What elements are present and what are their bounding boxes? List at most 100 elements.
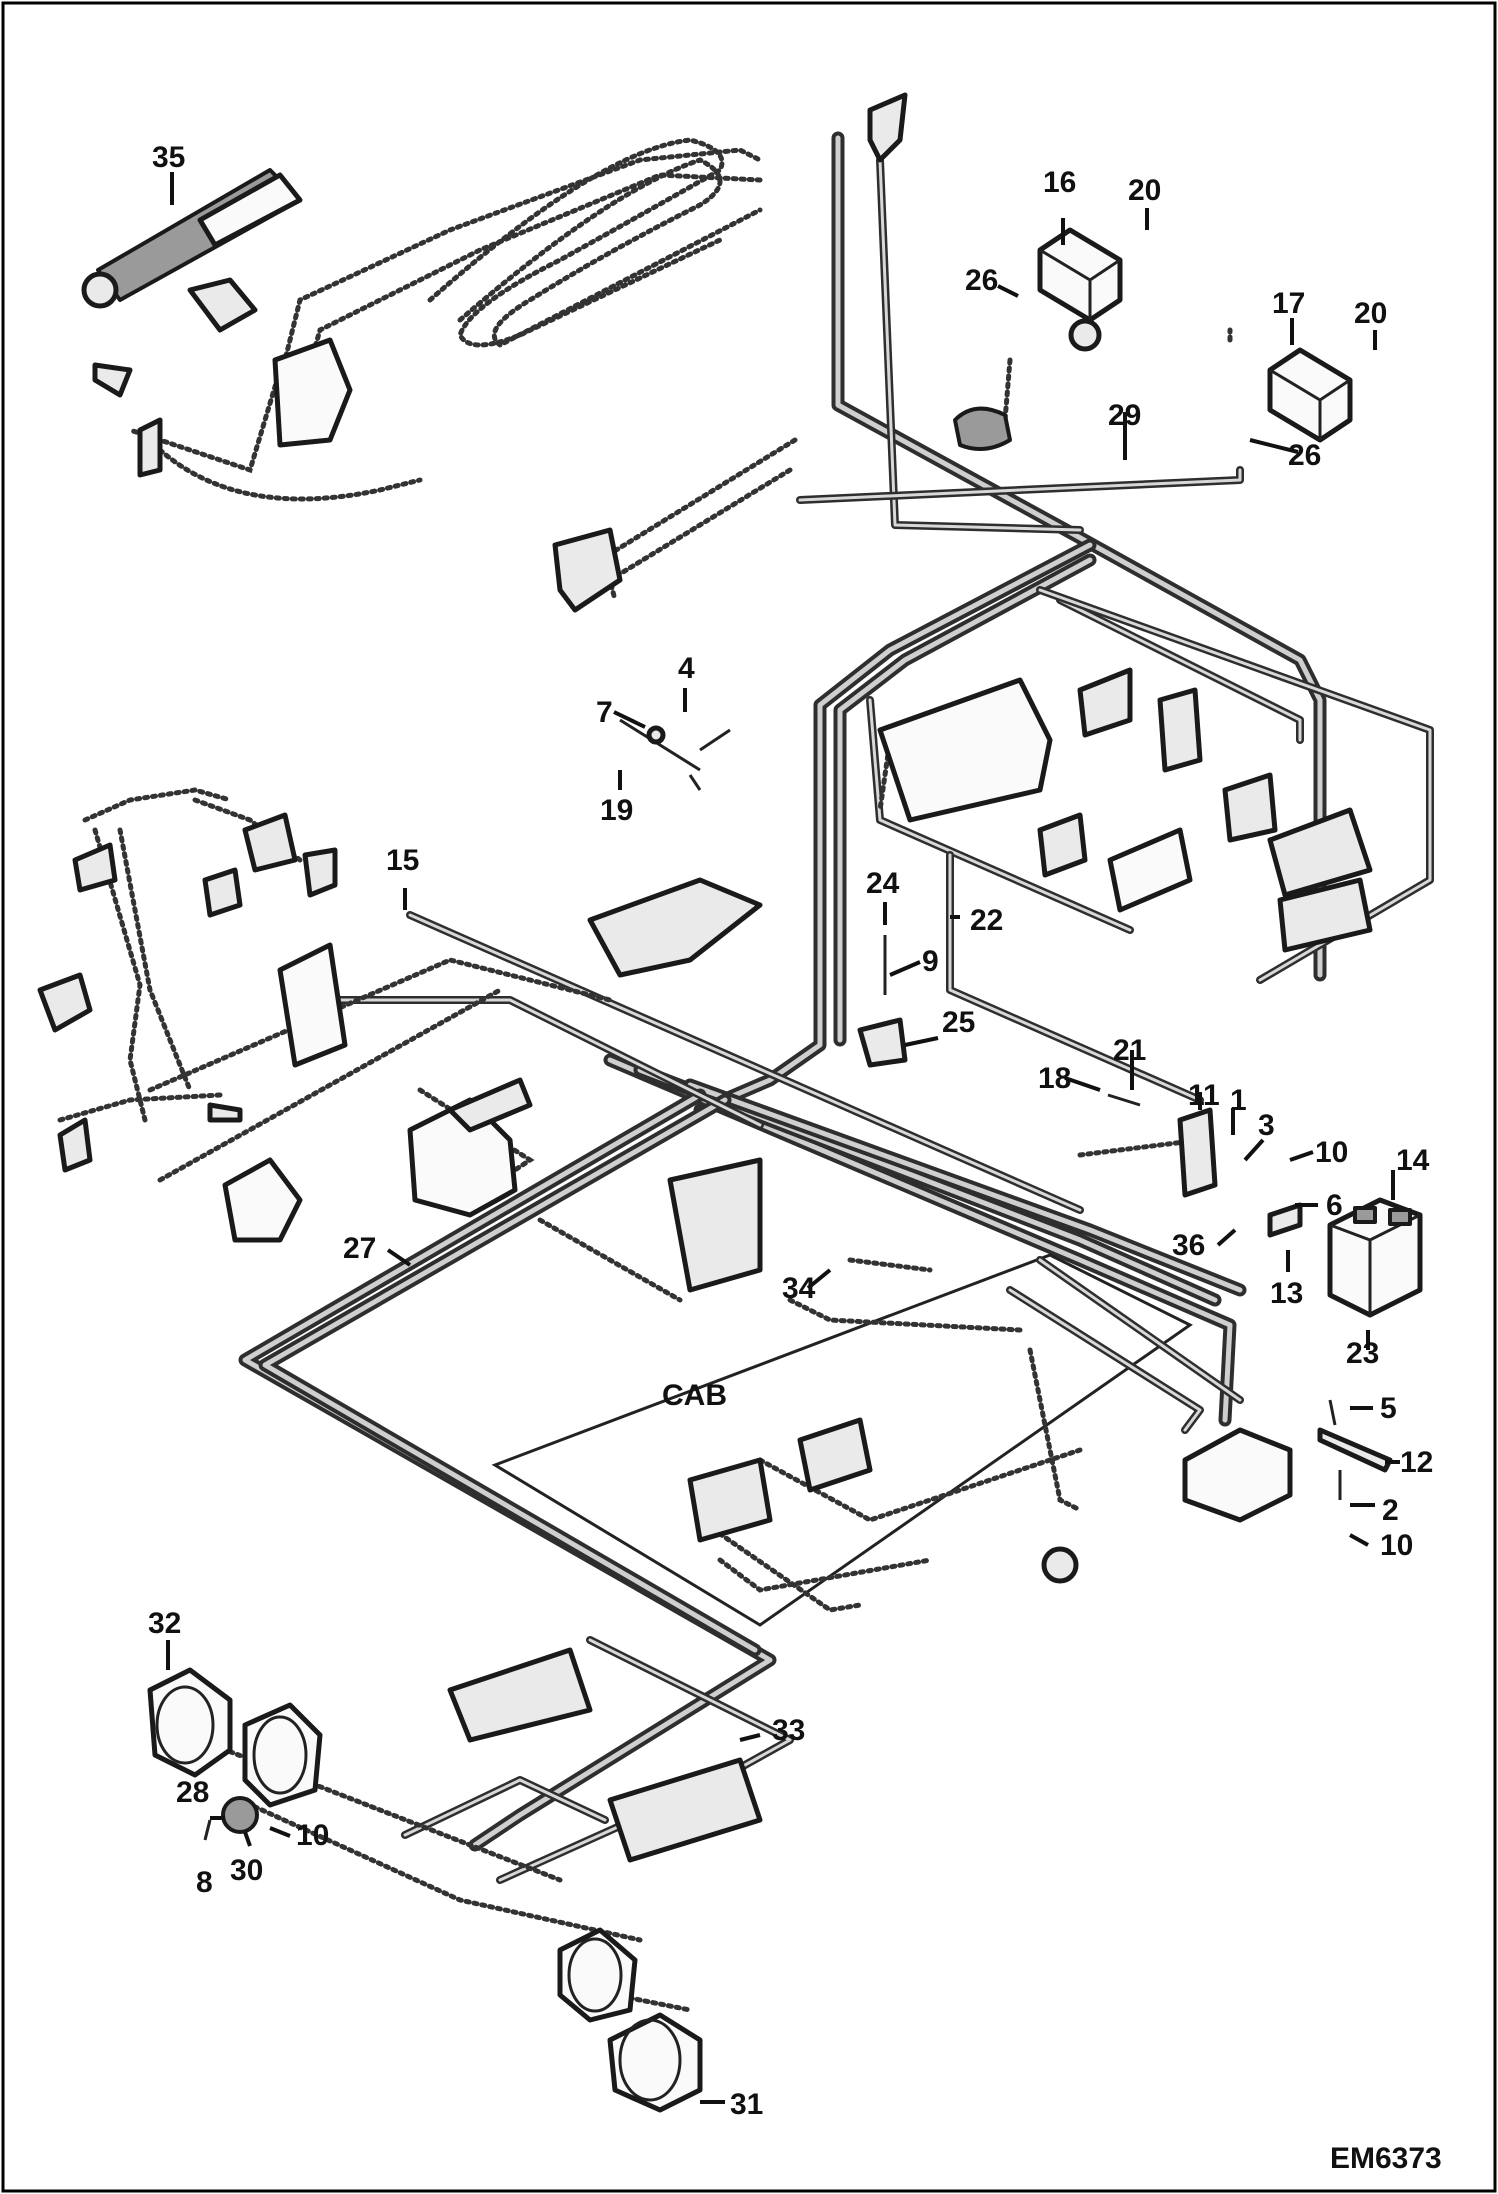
connector [242,812,298,873]
cable-tie-19 [619,718,702,791]
relay-pack [1107,827,1193,913]
callout-17: 17 [1272,287,1305,320]
callout-34: 34 [782,1272,816,1305]
screw-8 [203,1819,212,1841]
callout-21: 21 [1113,1034,1146,1067]
callout-23: 23 [1346,1337,1379,1370]
cab-label: CAB [662,1379,727,1412]
callout-leaders [166,172,1400,2104]
callout-24: 24 [866,867,900,900]
connector [207,1102,243,1123]
callout-14: 14 [1396,1144,1430,1177]
callout-6: 6 [1326,1189,1343,1222]
lower-connector-cluster [607,1757,763,1863]
callout-15: 15 [386,844,419,877]
callout-29: 29 [1108,399,1141,432]
valve-harness-block [587,877,763,978]
alternator [222,1157,303,1243]
callout-3: 3 [1258,1109,1275,1142]
components [37,92,1423,2113]
callout-20-upper: 20 [1128,174,1161,207]
work-light-left [242,1702,323,1808]
fuse-relay-block [667,1157,763,1293]
plug-end [92,362,133,398]
callout-28: 28 [176,1776,209,1809]
callout-1: 1 [1230,1084,1247,1117]
plug-connector [187,277,258,333]
relay-box-17 [1267,347,1353,443]
sealant-tube [81,168,303,309]
callout-19: 19 [600,794,633,827]
callout-13: 13 [1270,1277,1303,1310]
callout-7: 7 [596,696,613,729]
callout-30: 30 [230,1854,263,1887]
callout-33: 33 [772,1714,805,1747]
pump-connector [447,1077,533,1133]
callout-10-lower: 10 [1380,1529,1413,1562]
callout-26-lower: 26 [1288,439,1321,472]
sensor-module [953,406,1012,451]
work-light-32 [147,1667,233,1778]
connector [37,972,93,1033]
bolt-18 [1107,1093,1141,1107]
callout-10-upper: 10 [1315,1136,1348,1169]
callout-8: 8 [196,1866,213,1899]
callout-35: 35 [152,141,185,174]
plate [1267,1202,1303,1238]
callout-18: 18 [1038,1062,1071,1095]
lower-harness-block [447,1647,593,1743]
cab-control-box [1182,1427,1293,1523]
battery-switch-bracket [1177,1107,1218,1198]
solenoid [1222,772,1278,843]
relay-box-16 [1037,227,1123,323]
callout-4: 4 [678,652,695,685]
bracket [867,92,908,163]
starter-motor [277,942,348,1068]
solenoid [1077,667,1133,738]
control-valve-block [877,677,1053,823]
connector-block [272,337,353,448]
connector [202,867,243,918]
callout-20-lower: 20 [1354,297,1387,330]
callout-9: 9 [922,945,939,978]
callout-16: 16 [1043,166,1076,199]
callout-22: 22 [970,904,1003,937]
battery [1327,1197,1423,1318]
callout-12: 12 [1400,1446,1433,1479]
work-light-lower [557,1927,638,2023]
work-light-31 [607,2012,703,2113]
cab-connector-cluster [687,1457,773,1543]
callout-25: 25 [942,1006,975,1039]
callout-31: 31 [730,2088,763,2121]
callout-32: 32 [148,1607,181,1640]
plug-end [137,417,163,478]
drawing-reference-code: EM6373 [1330,2142,1442,2175]
grommet [1068,318,1102,352]
solenoid-bank [1267,807,1373,898]
clamp-25 [857,1017,908,1068]
washer-7 [646,725,666,745]
callout-5: 5 [1380,1392,1397,1425]
connector [57,1117,93,1173]
callout-11: 11 [1188,1079,1220,1112]
callout-2: 2 [1382,1494,1399,1527]
connector [72,842,118,893]
horn [1041,1546,1079,1584]
terminal-bolts [1328,1399,1342,1500]
callout-27: 27 [343,1232,376,1265]
terminal-bracket [1317,1427,1393,1473]
callout-numbers: 1 2 3 4 5 6 7 8 9 10 10 10 11 12 13 14 1… [148,141,1433,2121]
solenoid [1157,687,1203,773]
callout-36: 36 [1172,1229,1205,1262]
callout-10-light: 10 [296,1819,329,1852]
light-switch [221,1796,259,1834]
solenoid [1037,812,1088,878]
bolt [699,728,731,752]
socket-connector [552,527,623,613]
callout-26-upper: 26 [965,264,998,297]
cab-connector-cluster [797,1417,873,1493]
connector [302,847,338,898]
